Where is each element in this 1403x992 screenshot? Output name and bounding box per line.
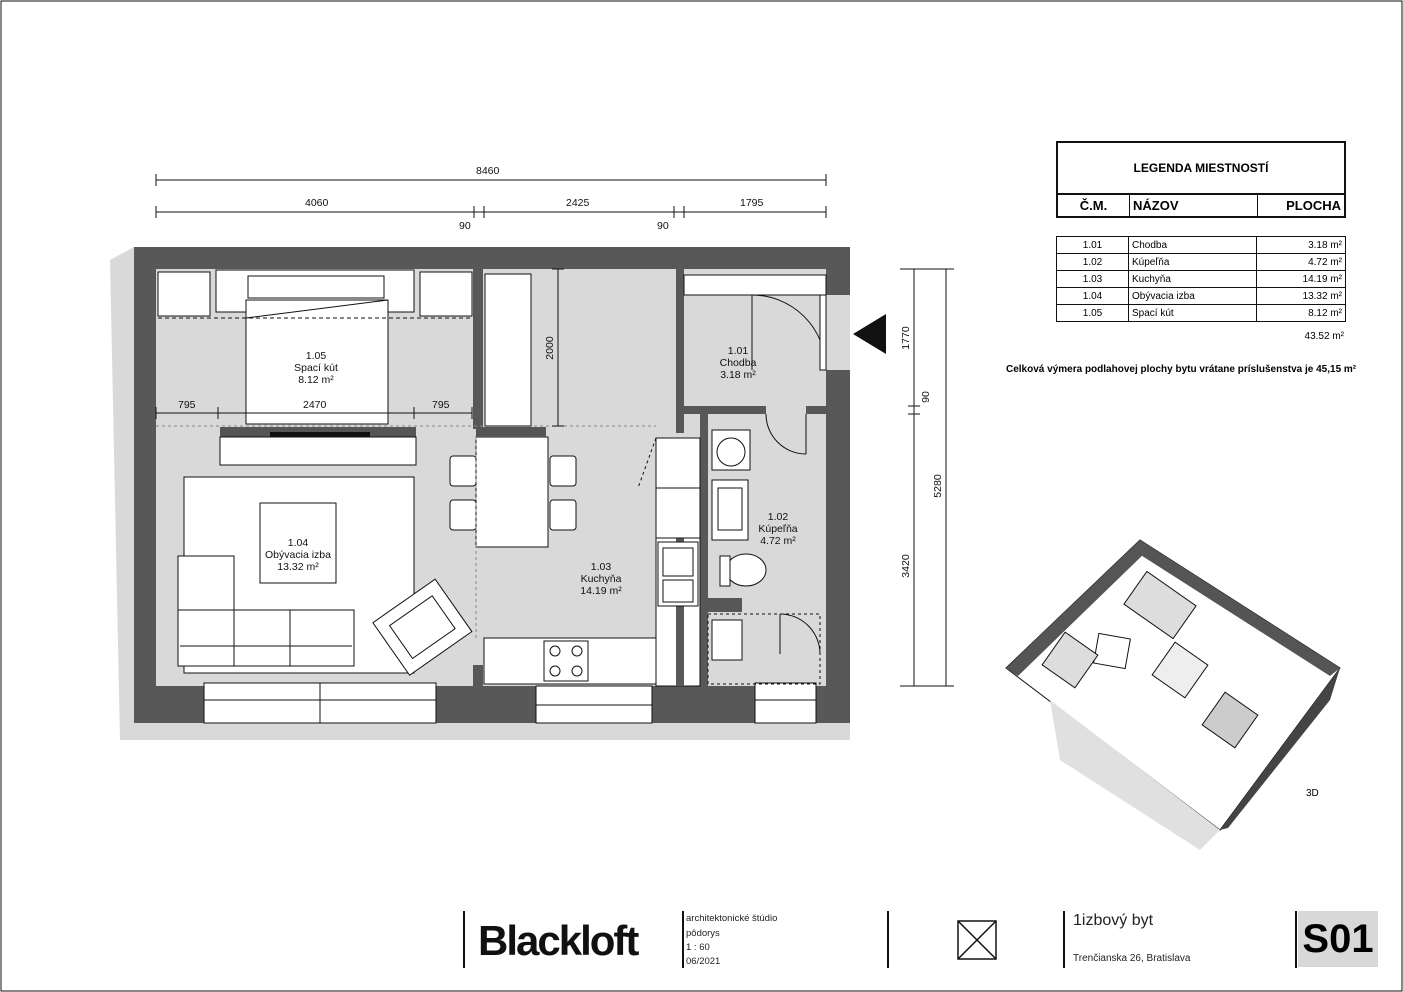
no-scale-symbol (957, 920, 997, 960)
dim-bedroom-middle: 2470 (303, 399, 327, 411)
dim-bedroom-right: 795 (432, 399, 450, 411)
room-name: Obývacia izba (265, 549, 331, 561)
legend-name: Kúpeľňa (1128, 253, 1257, 271)
room-area: 8.12 m² (298, 374, 334, 386)
room-name: Chodba (719, 357, 757, 369)
room-number: 1.03 (590, 561, 612, 573)
legend-header: Č.M. NÁZOV PLOCHA (1056, 193, 1346, 218)
legend-col-area: PLOCHA (1286, 198, 1341, 213)
dim-seg3: 1795 (740, 197, 764, 209)
bathroom-door (765, 413, 821, 655)
legend-col-name: NÁZOV (1130, 195, 1258, 216)
table-row: 1.04 Obývacia izba 13.32 m² (1056, 287, 1346, 305)
drawing-date: 06/2021 (686, 956, 721, 967)
3d-view (1005, 539, 1341, 850)
dim-gap1: 90 (459, 220, 471, 232)
kitchen-counter (483, 437, 701, 685)
room-area: 3.18 m² (720, 369, 756, 381)
dim-right-bottom: 3420 (900, 554, 912, 578)
room-name: Spací kút (294, 362, 338, 374)
tv-unit (219, 427, 417, 466)
legend-name: Kuchyňa (1128, 270, 1257, 288)
room-area: 4.72 m² (760, 535, 796, 547)
table-row: 1.02 Kúpeľňa 4.72 m² (1056, 253, 1346, 271)
legend-name: Chodba (1128, 236, 1257, 254)
brand-logo: Blackloft (478, 917, 639, 964)
room-name: Kuchyňa (580, 573, 622, 585)
dim-seg2: 2425 (566, 197, 590, 209)
bedroom-furniture (156, 269, 656, 427)
dim-right-top: 1770 (900, 326, 912, 350)
legend-no: 1.05 (1056, 304, 1129, 322)
entrance-arrow (853, 314, 886, 354)
unit-title: 1izbový byt (1073, 912, 1154, 929)
dim-seg1: 4060 (305, 197, 329, 209)
bathroom-fixtures (707, 429, 821, 685)
legend-total: 43.52 m² (1304, 331, 1344, 342)
dim-bedroom-left: 795 (178, 399, 196, 411)
living-furniture (177, 476, 473, 676)
studio-text: architektonické štúdio (686, 913, 778, 924)
total-area-note: Celková výmera podlahovej plochy bytu vr… (1006, 364, 1357, 375)
table-row: 1.03 Kuchyňa 14.19 m² (1056, 270, 1346, 288)
room-label-1-01: 1.01 Chodba 3.18 m² (688, 345, 788, 381)
legend-area: 8.12 m² (1256, 304, 1346, 322)
legend-no: 1.04 (1056, 287, 1129, 305)
legend-area: 14.19 m² (1256, 270, 1346, 288)
legend-table: 1.01 Chodba 3.18 m² 1.02 Kúpeľňa 4.72 m²… (1056, 236, 1346, 322)
interior-walls (473, 269, 826, 686)
legend-no: 1.03 (1056, 270, 1129, 288)
room-number: 1.04 (287, 537, 309, 549)
room-label-1-03: 1.03 Kuchyňa 14.19 m² (551, 561, 651, 597)
legend-name: Obývacia izba (1128, 287, 1257, 305)
unit-address: Trenčianska 26, Bratislava (1073, 953, 1191, 964)
dining-furniture (449, 273, 577, 640)
room-label-1-02: 1.02 Kúpeľňa 4.72 m² (728, 511, 828, 547)
legend-title: LEGENDA MIESTNOSTÍ (1056, 141, 1346, 193)
sheet-code: S01 (1298, 911, 1378, 967)
entrance-door (683, 274, 827, 371)
windows (203, 682, 817, 724)
room-number: 1.02 (767, 511, 789, 523)
legend-area: 13.32 m² (1256, 287, 1346, 305)
legend-name: Spací kút (1128, 304, 1257, 322)
3d-view-label: 3D (1306, 788, 1319, 799)
room-label-1-05: 1.05 Spací kút 8.12 m² (266, 350, 366, 386)
room-number: 1.05 (305, 350, 327, 362)
legend-area: 4.72 m² (1256, 253, 1346, 271)
chairs-band (476, 427, 546, 437)
room-label-1-04: 1.04 Obývacia izba 13.32 m² (248, 537, 348, 573)
dim-right-gap: 90 (920, 391, 932, 403)
legend-area: 3.18 m² (1256, 236, 1346, 254)
room-area: 14.19 m² (580, 585, 622, 597)
dim-right-overall: 5280 (932, 474, 944, 498)
dim-wardrobe: 2000 (544, 336, 556, 360)
dim-gap2: 90 (657, 220, 669, 232)
legend-no: 1.02 (1056, 253, 1129, 271)
room-name: Kúpeľňa (758, 523, 798, 535)
legend-col-no: Č.M. (1058, 195, 1130, 216)
title-block-lines (463, 911, 1297, 968)
table-row: 1.01 Chodba 3.18 m² (1056, 236, 1346, 254)
drawing-type: pôdorys (686, 928, 720, 939)
room-number: 1.01 (727, 345, 749, 357)
dim-overall: 8460 (476, 165, 500, 177)
legend-no: 1.01 (1056, 236, 1129, 254)
drawing-scale: 1 : 60 (686, 942, 710, 953)
table-row: 1.05 Spací kút 8.12 m² (1056, 304, 1346, 322)
room-area: 13.32 m² (277, 561, 319, 573)
dimension-lines (155, 174, 954, 687)
outer-walls (134, 247, 850, 723)
